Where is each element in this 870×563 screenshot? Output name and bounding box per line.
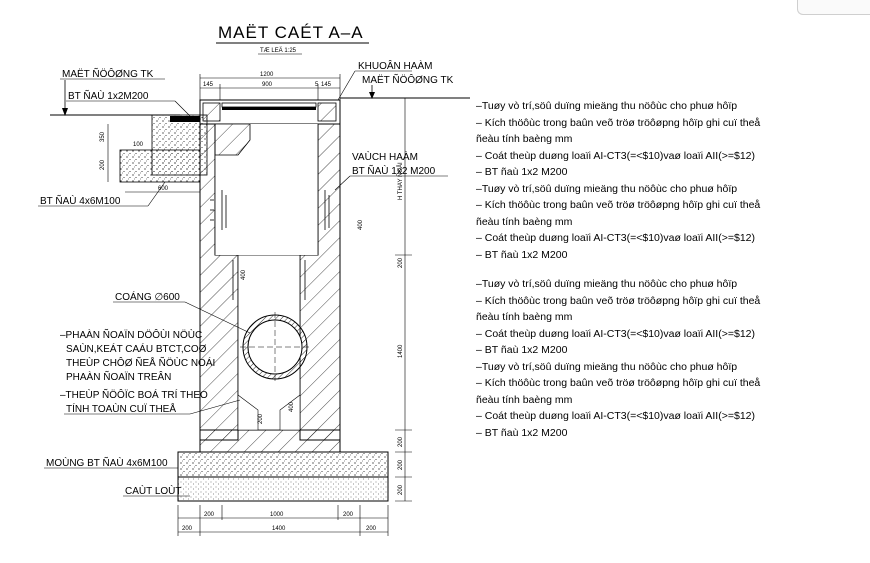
note-text: –Tuøy vò trí,söû duïng mieäng thu nöôùc … — [476, 360, 738, 373]
note-lines-group: –PHAÀN ÑOAÏN DÖÔÙI NÖÙC SAÙN,KEÁT CAÁU B… — [60, 328, 215, 415]
dim-400c: 400 — [289, 401, 295, 412]
wall-label-a: VAÙCH HAÀM — [352, 150, 418, 163]
note-line: –THEÙP ÑÖÔÏC BOÁ TRÍ THEO — [60, 388, 208, 401]
note-text: ñeàu tính baèng mm — [476, 393, 573, 406]
note-line: TÍNH TOAÙN CUÏ THEÅ — [66, 402, 176, 415]
ground-tk-right: MAËT ÑÖÔØNG TK — [362, 73, 454, 86]
dim-400a: 400 — [358, 219, 364, 230]
notes-block-1: –Tuøy vò trí,söû duïng mieäng thu nöôùc … — [476, 98, 856, 263]
note-text: ñeàu tính baèng mm — [476, 215, 573, 228]
concrete-wall-label: BT ÑAÙ 4x6M100 — [40, 194, 121, 207]
dim-bottom-total: 1400 — [272, 526, 286, 532]
corner-tab[interactable] — [797, 0, 870, 15]
note-text: – Kích thöôùc trong baûn veõ tröø tröôøp… — [476, 294, 761, 307]
dim-200b: 200 — [258, 413, 264, 424]
notes-block-2: –Tuøy vò trí,söû duïng mieäng thu nöôùc … — [476, 276, 856, 441]
ground-tk-left: MAËT ÑÖÔØNG TK — [62, 67, 154, 80]
note-text: – BT ñaù 1x2 M200 — [476, 344, 568, 356]
dim-100: 100 — [133, 142, 144, 148]
note-line: –PHAÀN ÑOAÏN DÖÔÙI NÖÙC — [60, 328, 202, 341]
dim-outer-left: 200 — [182, 526, 193, 532]
dim-200c: 200 — [398, 257, 404, 268]
dim-top-total: 1200 — [260, 72, 274, 78]
dim-bottom-right: 200 — [343, 512, 354, 518]
dim-200e: 200 — [398, 459, 404, 470]
note-text: – Coát theùp duøng loaïi AI-CT3(=<$10)va… — [476, 410, 755, 422]
dim-400b: 400 — [241, 269, 247, 280]
dim-350: 350 — [100, 131, 106, 142]
foundation-label: MOÙNG BT ÑAÙ 4x6M100 — [46, 456, 168, 469]
dim-1400: 1400 — [398, 344, 404, 358]
dim-200f: 200 — [398, 484, 404, 495]
wall-label-b: BT ÑAÙ 1x2 M200 — [352, 164, 436, 177]
note-text: – Kích thöôùc trong baûn veõ tröø tröôøp… — [476, 116, 761, 129]
note-text: – Coát theùp duøng loaïi AI-CT3(=<$10)va… — [476, 149, 755, 162]
dim-200a: 200 — [100, 159, 106, 170]
dim-top-extra: 5 — [315, 82, 319, 88]
dim-bottom-left: 200 — [204, 512, 215, 518]
note-text: – Kích thöôùc trong baûn veõ tröø tröôøp… — [476, 377, 761, 389]
pipe-label: COÁNG ∅600 — [115, 290, 180, 303]
sand-label: CAÙT LOÙT — [125, 484, 182, 497]
dim-outer-right: 200 — [366, 526, 377, 532]
note-text: – Kích thöôùc trong baûn veõ tröø tröôøp… — [476, 199, 761, 211]
note-text: – Coát theùp duøng loaïi AI-CT3(=<$10)va… — [476, 327, 755, 340]
note-line: SAÙN,KEÁT CAÁU BTCT,COØ — [66, 342, 207, 355]
dim-top-right: 145 — [321, 82, 332, 88]
frame-label: KHUOÂN HAÀM — [358, 59, 432, 72]
concrete-top-label: BT ÑAÙ 1x2M200 — [68, 89, 149, 102]
note-text: – BT ñaù 1x2 M200 — [476, 248, 568, 261]
dim-200d: 200 — [398, 436, 404, 447]
note-text: – BT ñaù 1x2 M200 — [476, 166, 568, 178]
note-text: ñeàu tính baèng mm — [476, 311, 573, 323]
note-text: – Coát theùp duøng loaïi AI-CT3(=<$10)va… — [476, 232, 755, 244]
note-text: – BT ñaù 1x2 M200 — [476, 426, 568, 439]
scale-label: TÆ LEÄ 1:25 — [260, 47, 297, 54]
note-text: –Tuøy vò trí,söû duïng mieäng thu nöôùc … — [476, 100, 738, 112]
note-line: PHAÀN ÑOAÏN TREÂN — [66, 370, 171, 383]
note-text: –Tuøy vò trí,söû duïng mieäng thu nöôùc … — [476, 182, 738, 195]
dim-h-label: H THAY ÑOÅI — [397, 162, 404, 200]
dim-top-mid: 900 — [262, 82, 273, 88]
note-text: –Tuøy vò trí,söû duïng mieäng thu nöôùc … — [476, 278, 738, 290]
drawing-title: MAËT CAÉT A–A — [218, 23, 364, 42]
general-notes: –Tuøy vò trí,söû duïng mieäng thu nöôùc … — [476, 98, 856, 454]
note-text: ñeàu tính baèng mm — [476, 133, 573, 145]
dim-600: 600 — [158, 186, 169, 192]
dim-bottom-mid: 1000 — [270, 512, 284, 518]
note-line: THEÙP CHÔØ ÑEÅ ÑÖÙC NOÁI — [66, 356, 215, 369]
dim-top-left: 145 — [203, 82, 214, 88]
